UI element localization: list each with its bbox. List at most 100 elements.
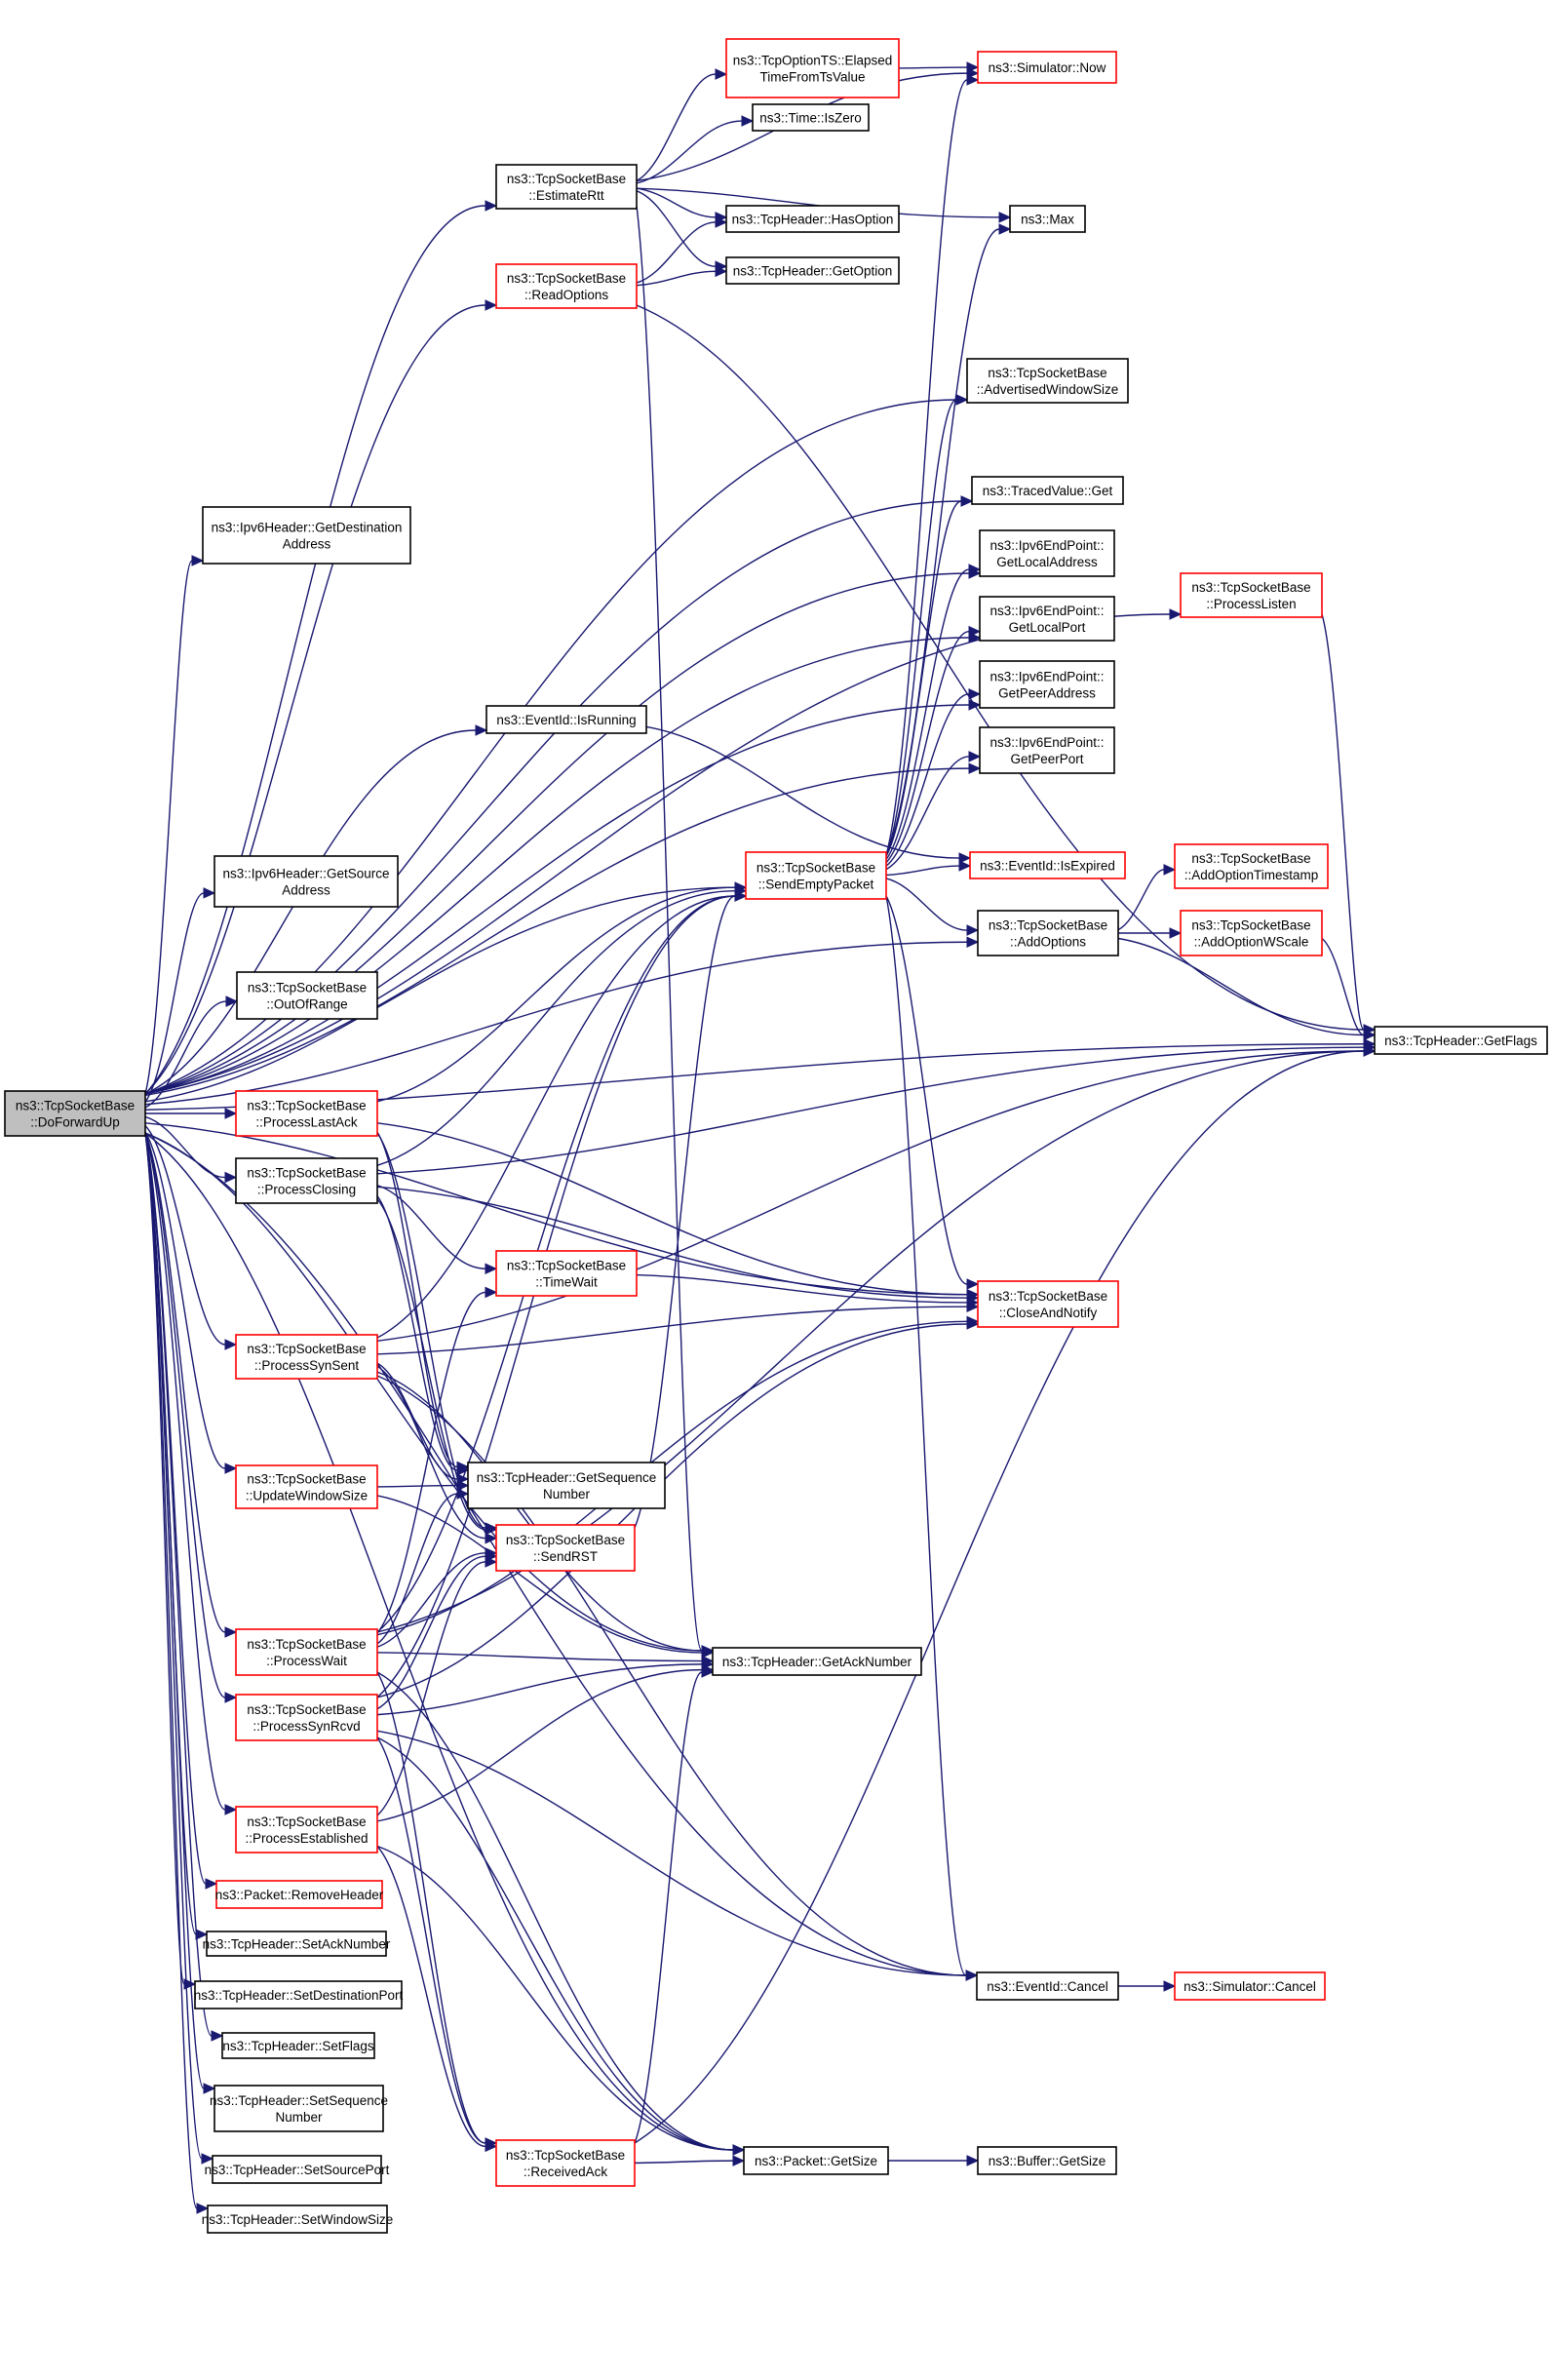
node-set-source-port[interactable]: ns3::TcpHeader::SetSourcePort (205, 2155, 390, 2184)
node-label: ns3::EventId::IsExpired (980, 859, 1115, 874)
node-update-window-size[interactable]: ns3::TcpSocketBase::UpdateWindowSize (235, 1464, 378, 1509)
node-traced-value-get[interactable]: ns3::TracedValue::Get (971, 476, 1124, 505)
arrowhead-icon (958, 852, 972, 864)
node-add-option-wscale[interactable]: ns3::TcpSocketBase::AddOptionWScale (1180, 910, 1323, 956)
node-get-flags[interactable]: ns3::TcpHeader::GetFlags (1374, 1026, 1548, 1055)
edge-received-ack-to-packet-get-size (634, 2160, 734, 2165)
node-process-closing[interactable]: ns3::TcpSocketBase::ProcessClosing (235, 1157, 378, 1204)
node-box (977, 910, 1119, 956)
node-process-syn-sent[interactable]: ns3::TcpSocketBase::ProcessSynSent (235, 1334, 378, 1380)
node-label: ::SendRST (533, 1549, 598, 1564)
edge-received-ack-to-get-ack-number (634, 1671, 703, 2144)
node-process-established[interactable]: ns3::TcpSocketBase::ProcessEstablished (235, 1806, 378, 1853)
node-packet-get-size[interactable]: ns3::Packet::GetSize (743, 2146, 889, 2175)
node-box (977, 1280, 1119, 1328)
edge-do-forward-up-to-traced-value-get (144, 500, 962, 1095)
node-get-option[interactable]: ns3::TcpHeader::GetOption (725, 256, 900, 285)
node-label: GetPeerPort (1010, 752, 1083, 766)
node-event-id-cancel[interactable]: ns3::EventId::Cancel (976, 1971, 1119, 2001)
node-get-peer-address[interactable]: ns3::Ipv6EndPoint::GetPeerAddress (979, 660, 1115, 709)
node-process-wait[interactable]: ns3::TcpSocketBase::ProcessWait (235, 1628, 378, 1676)
node-time-wait[interactable]: ns3::TcpSocketBase::TimeWait (495, 1250, 638, 1297)
node-box (495, 164, 638, 210)
node-out-of-range[interactable]: ns3::TcpSocketBase::OutOfRange (236, 971, 378, 1020)
node-label: ns3::TcpHeader::SetWindowSize (202, 2212, 394, 2227)
node-process-syn-rcvd[interactable]: ns3::TcpSocketBase::ProcessSynRcvd (235, 1694, 378, 1741)
node-label: ns3::Ipv6Header::GetDestination (212, 521, 403, 535)
node-box (213, 855, 399, 908)
edge-do-forward-up-to-get-source-address (144, 892, 205, 1103)
node-label: ns3::TracedValue::Get (983, 484, 1113, 498)
edge-add-options-to-add-option-timestamp (1117, 869, 1165, 931)
edge-process-wait-to-send-rst (376, 1552, 486, 1648)
node-set-ack-number[interactable]: ns3::TcpHeader::SetAckNumber (203, 1931, 391, 1957)
node-box (235, 1157, 378, 1204)
arrowhead-icon (224, 1171, 238, 1184)
node-is-expired[interactable]: ns3::EventId::IsExpired (969, 851, 1126, 879)
edge-estimate-rtt-to-elapsed-time-from-ts-value (636, 73, 717, 182)
node-label: ns3::Max (1021, 213, 1074, 227)
edge-process-syn-sent-to-get-ack-number (376, 1371, 703, 1652)
node-box (745, 851, 887, 900)
node-send-rst[interactable]: ns3::TcpSocketBase::SendRST (495, 1524, 636, 1572)
node-simulator-cancel[interactable]: ns3::Simulator::Cancel (1174, 1971, 1326, 2001)
edge-process-established-to-send-rst (376, 1561, 486, 1816)
node-label: ns3::TcpSocketBase (1191, 851, 1310, 866)
arrowhead-icon (1163, 864, 1177, 876)
edge-estimate-rtt-to-max (636, 187, 1000, 218)
arrowhead-icon (701, 1647, 715, 1658)
node-do-forward-up[interactable]: ns3::TcpSocketBase::DoForwardUp (4, 1090, 146, 1137)
node-send-empty-packet[interactable]: ns3::TcpSocketBase::SendEmptyPacket (745, 851, 887, 900)
edge-process-established-to-packet-get-size (376, 1845, 734, 2151)
node-is-running[interactable]: ns3::EventId::IsRunning (485, 705, 647, 734)
edge-send-empty-packet-to-get-local-address (885, 568, 970, 860)
node-get-local-port[interactable]: ns3::Ipv6EndPoint::GetLocalPort (979, 596, 1115, 642)
node-box (1374, 1026, 1548, 1055)
edge-do-forward-up-to-set-sequence-number (144, 1132, 205, 2089)
node-buffer-get-size[interactable]: ns3::Buffer::GetSize (977, 2146, 1117, 2175)
node-label: ::TimeWait (535, 1275, 598, 1290)
edge-do-forward-up-to-get-local-address (144, 572, 970, 1095)
node-read-options[interactable]: ns3::TcpSocketBase::ReadOptions (495, 263, 638, 309)
arrowhead-icon (485, 1286, 498, 1299)
node-box (979, 660, 1115, 709)
edge-send-empty-packet-to-get-local-port (885, 630, 970, 864)
node-get-ack-number[interactable]: ns3::TcpHeader::GetAckNumber (712, 1647, 922, 1676)
node-received-ack[interactable]: ns3::TcpSocketBase::ReceivedAck (495, 2139, 636, 2187)
node-process-listen[interactable]: ns3::TcpSocketBase::ProcessListen (1180, 572, 1323, 618)
edge-do-forward-up-to-get-peer-address (144, 704, 970, 1095)
edge-do-forward-up-to-out-of-range (144, 1000, 227, 1109)
node-process-last-ack[interactable]: ns3::TcpSocketBase::ProcessLastAck (235, 1090, 378, 1137)
node-set-destination-port[interactable]: ns3::TcpHeader::SetDestinationPort (194, 1980, 404, 2009)
node-box (725, 205, 900, 233)
node-add-options[interactable]: ns3::TcpSocketBase::AddOptions (977, 910, 1119, 956)
node-close-and-notify[interactable]: ns3::TcpSocketBase::CloseAndNotify (977, 1280, 1119, 1328)
node-label: ns3::Time::IsZero (759, 111, 862, 126)
node-add-option-timestamp[interactable]: ns3::TcpSocketBase::AddOptionTimestamp (1174, 843, 1329, 889)
node-box (725, 38, 900, 98)
node-label: ::ProcessClosing (257, 1183, 356, 1197)
node-has-option[interactable]: ns3::TcpHeader::HasOption (725, 205, 900, 233)
node-label: Number (543, 1487, 591, 1502)
node-label: ::SendEmptyPacket (758, 878, 874, 892)
node-set-window-size[interactable]: ns3::TcpHeader::SetWindowSize (202, 2204, 394, 2234)
node-advertised-window-size[interactable]: ns3::TcpSocketBase::AdvertisedWindowSize (966, 358, 1129, 404)
node-remove-header[interactable]: ns3::Packet::RemoveHeader (215, 1880, 384, 1909)
edge-elapsed-time-from-ts-value-to-simulator-now (898, 66, 968, 69)
node-box (221, 2032, 375, 2059)
node-get-peer-port[interactable]: ns3::Ipv6EndPoint::GetPeerPort (979, 726, 1115, 774)
node-box (1180, 572, 1323, 618)
edge-do-forward-up-to-event-id-cancel (144, 1132, 967, 1976)
node-time-is-zero[interactable]: ns3::Time::IsZero (752, 103, 870, 132)
node-get-local-address[interactable]: ns3::Ipv6EndPoint::GetLocalAddress (979, 529, 1115, 577)
node-simulator-now[interactable]: ns3::Simulator::Now (977, 51, 1117, 84)
node-set-flags[interactable]: ns3::TcpHeader::SetFlags (221, 2032, 375, 2059)
node-box (235, 1806, 378, 1853)
node-max[interactable]: ns3::Max (1009, 205, 1086, 233)
node-estimate-rtt[interactable]: ns3::TcpSocketBase::EstimateRtt (495, 164, 638, 210)
